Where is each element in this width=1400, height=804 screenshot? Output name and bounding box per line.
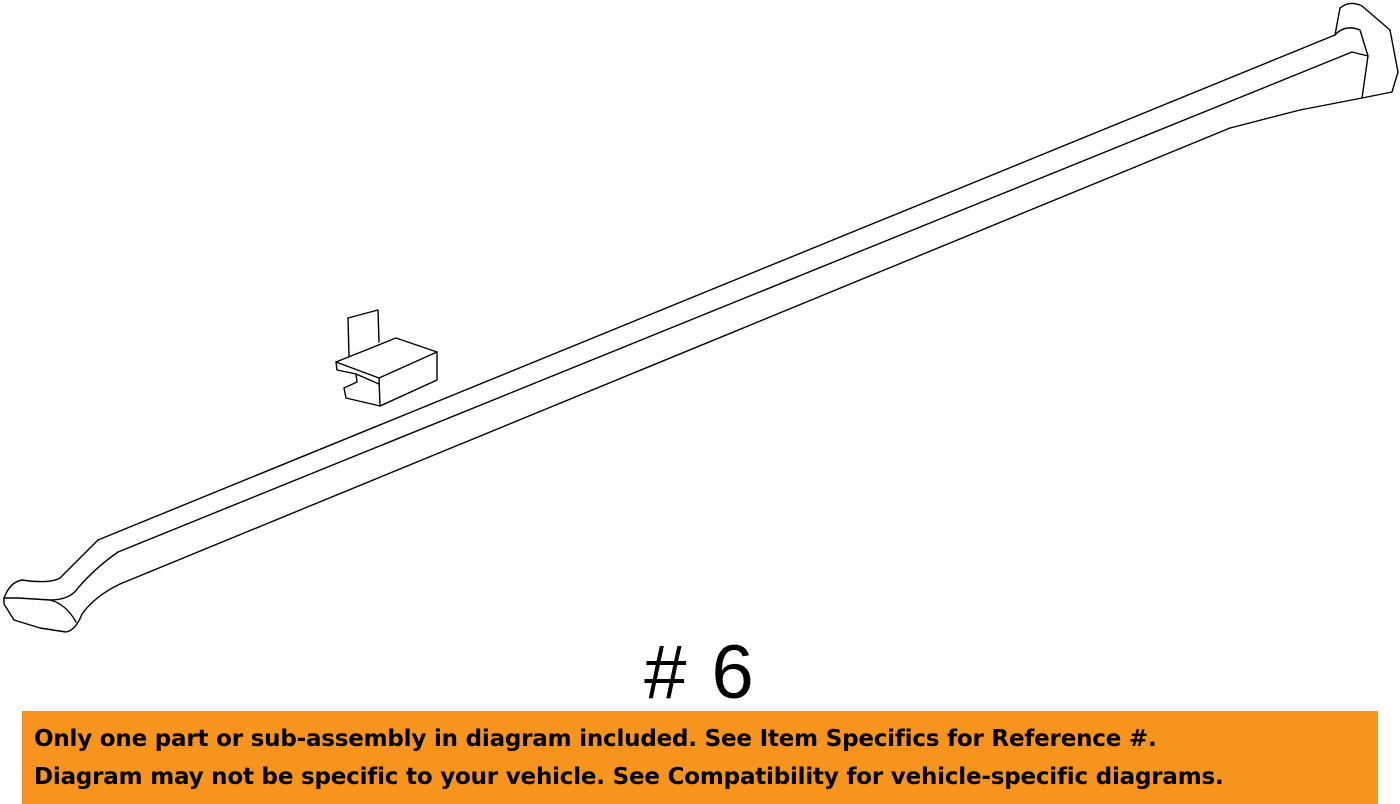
notice-line-parts: Only one part or sub-assembly in diagram…: [34, 726, 1157, 752]
running-board-rail: [3, 2, 1399, 633]
item-reference-number: # 6: [644, 630, 756, 715]
notice-line-compatibility: Diagram may not be specific to your vehi…: [34, 764, 1224, 790]
notice-banner: Only one part or sub-assembly in diagram…: [22, 711, 1378, 804]
mounting-bracket: [335, 309, 438, 407]
